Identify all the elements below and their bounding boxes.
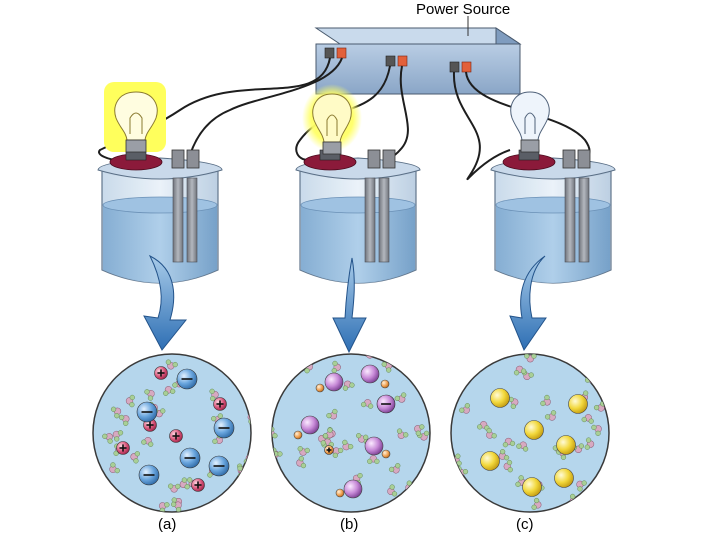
molecule-partner	[335, 488, 345, 498]
water-molecule	[593, 401, 606, 412]
molecule-purple	[343, 479, 363, 499]
cation-ion	[324, 445, 334, 455]
molecular-view-b	[271, 353, 431, 513]
molecule-neutral	[568, 394, 588, 414]
water-molecule	[297, 446, 310, 456]
water-molecule	[516, 441, 529, 452]
molecule-neutral	[490, 388, 510, 408]
magnify-arrow-c	[509, 255, 547, 352]
power-source-label: Power Source	[416, 1, 511, 18]
water-molecule	[584, 437, 595, 450]
power-source-box	[314, 16, 522, 95]
water-molecule	[591, 424, 602, 436]
molecule-neutral	[556, 435, 576, 455]
molecule-partner	[293, 430, 303, 440]
water-molecule	[414, 424, 425, 436]
water-molecule	[272, 426, 278, 439]
water-molecule	[396, 428, 409, 439]
water-molecule	[332, 447, 344, 458]
water-molecule	[209, 388, 219, 402]
bulb-bright-icon	[104, 82, 166, 153]
water-molecule	[394, 392, 407, 403]
water-molecule	[524, 354, 537, 363]
water-molecule	[503, 459, 513, 473]
anion-ion	[179, 447, 201, 469]
water-molecule	[179, 477, 190, 490]
anion-ion	[176, 368, 198, 390]
magnify-arrow-a	[143, 254, 188, 351]
water-molecule	[125, 394, 135, 408]
water-molecule	[296, 456, 307, 469]
water-molecule	[144, 389, 155, 401]
water-molecule	[387, 484, 398, 497]
water-molecule	[459, 403, 470, 414]
molecule-purple	[300, 415, 320, 435]
molecule-partner	[380, 379, 390, 389]
anion-ion	[138, 464, 160, 486]
cation-ion	[213, 397, 227, 411]
water-molecule	[508, 396, 519, 409]
water-molecule	[130, 451, 140, 464]
water-molecule	[171, 501, 182, 512]
molecular-view-c	[450, 353, 610, 513]
water-molecule	[361, 399, 374, 409]
water-molecule	[531, 497, 542, 510]
caption-c: (c)	[516, 516, 534, 533]
water-molecule	[356, 433, 369, 443]
water-molecule	[102, 433, 113, 444]
bulb-dim-icon	[302, 84, 362, 155]
molecule-purple	[360, 364, 380, 384]
molecular-view-a	[92, 353, 252, 513]
caption-a: (a)	[158, 516, 177, 533]
water-molecule	[331, 360, 341, 374]
molecule-neutral	[524, 420, 544, 440]
cation-ion	[169, 429, 183, 443]
molecule-purple	[324, 372, 344, 392]
water-molecule	[581, 414, 594, 424]
cation-ion	[116, 441, 130, 455]
water-molecule	[388, 463, 401, 474]
beaker-a	[97, 149, 223, 284]
molecule-neutral	[554, 468, 574, 488]
bulb-off-icon	[510, 91, 550, 153]
water-molecule	[540, 394, 551, 407]
water-molecule	[576, 480, 587, 492]
water-molecule	[119, 414, 130, 426]
water-molecule	[112, 430, 124, 442]
water-molecule	[417, 430, 430, 441]
anion-ion	[213, 417, 235, 439]
beaker-c	[490, 149, 616, 284]
anion-ion	[376, 394, 396, 414]
water-molecule	[502, 437, 516, 448]
water-molecule	[109, 462, 120, 474]
water-molecule	[367, 455, 380, 464]
water-molecule	[322, 427, 334, 439]
water-molecule	[165, 359, 178, 370]
water-molecule	[498, 449, 510, 461]
molecule-partner	[381, 449, 391, 459]
molecule-neutral	[480, 451, 500, 471]
water-molecule	[477, 421, 490, 431]
water-molecule	[141, 437, 154, 447]
anion-ion	[136, 401, 158, 423]
molecule-neutral	[522, 477, 542, 497]
water-molecule	[326, 408, 338, 420]
water-molecule	[513, 365, 527, 376]
water-molecule	[110, 406, 122, 419]
magnify-arrow-b	[332, 257, 367, 354]
water-molecule	[163, 386, 176, 396]
water-molecule	[544, 410, 557, 421]
water-molecule	[342, 439, 354, 451]
cation-ion	[154, 366, 168, 380]
molecule-purple	[364, 436, 384, 456]
anion-ion	[208, 455, 230, 477]
water-molecule	[342, 380, 355, 391]
cation-ion	[191, 478, 205, 492]
beaker-b	[295, 149, 421, 284]
caption-b: (b)	[340, 516, 359, 533]
water-molecule	[486, 428, 497, 439]
molecule-partner	[315, 383, 325, 393]
water-molecule	[167, 483, 181, 493]
